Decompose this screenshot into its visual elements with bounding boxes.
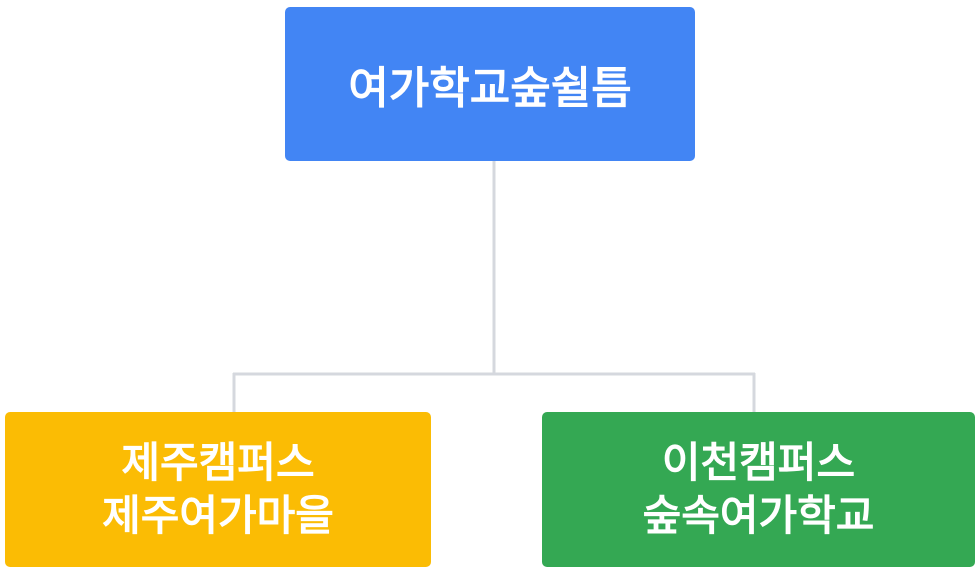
root-node-label: 여가학교숲쉴틈 — [348, 63, 632, 114]
child-node-jeju-line2: 제주여가마을 — [102, 490, 334, 540]
child-node-jeju-line1: 제주캠퍼스 — [121, 438, 315, 487]
child-node-jeju: 제주캠퍼스 제주여가마을 — [5, 412, 431, 567]
child-node-icheon-line2: 숲속여가학교 — [642, 490, 875, 540]
root-node: 여가학교숲쉴틈 — [285, 7, 695, 161]
child-node-icheon: 이천캠퍼스 숲속여가학교 — [542, 412, 975, 567]
child-node-icheon-line1: 이천캠퍼스 — [661, 438, 856, 487]
